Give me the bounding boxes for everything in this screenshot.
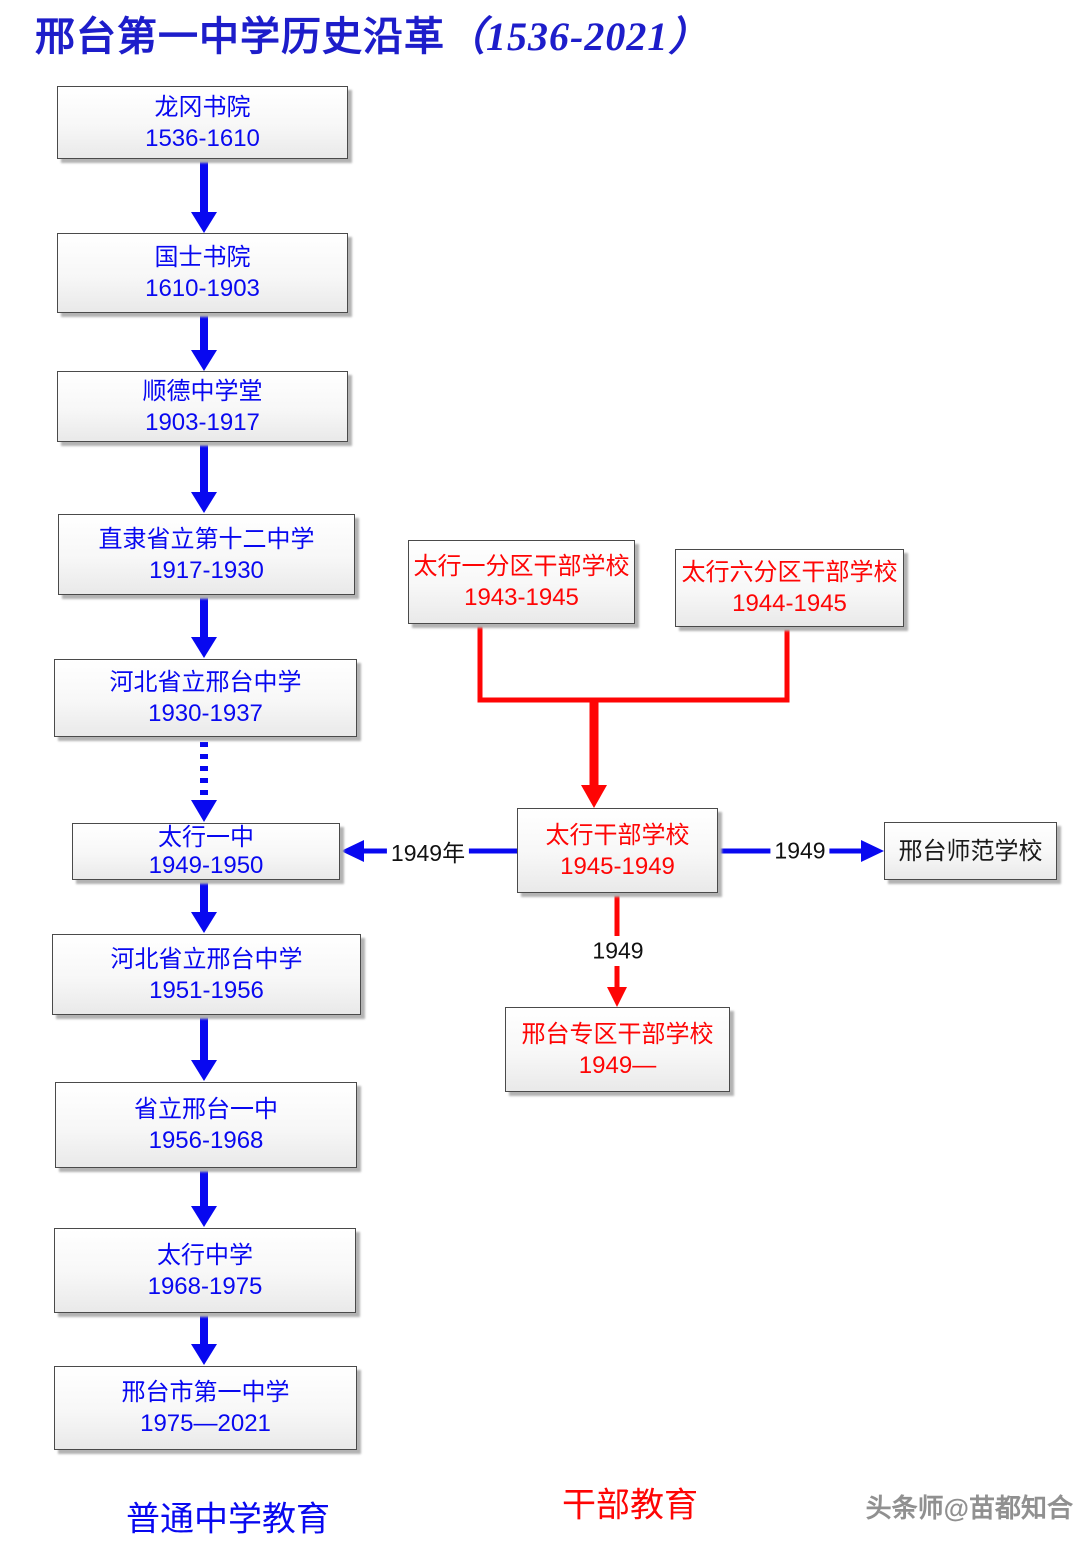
node-name: 省立邢台一中 bbox=[134, 1096, 278, 1123]
node-years: 1944-1945 bbox=[732, 590, 847, 617]
node-name: 邢台专区干部学校 bbox=[521, 1020, 714, 1048]
arrow-dashed-hebei1930-to-taihang1 bbox=[191, 742, 217, 822]
node-taihang-district6-cadre-school: 太行六分区干部学校 1944-1945 bbox=[675, 549, 904, 627]
node-years: 1949-1950 bbox=[148, 851, 264, 879]
arrow-shunde-to-zhili12 bbox=[191, 442, 217, 513]
edge-label-1949-to-xingtai-cadre: 1949 bbox=[588, 937, 648, 965]
page-title: 邢台第一中学历史沿革（1536-2021） bbox=[35, 4, 709, 62]
node-name: 太行六分区干部学校 bbox=[681, 559, 898, 586]
node-years: 1917-1930 bbox=[149, 556, 264, 584]
connector-district-schools-merge bbox=[477, 624, 790, 808]
page-title-main: 邢台第一中学历史沿革 bbox=[35, 14, 445, 59]
arrow-taihang1-to-hebei1951 bbox=[191, 881, 217, 933]
node-name: 国士书院 bbox=[154, 244, 251, 271]
node-xingtai-normal-school: 邢台师范学校 bbox=[884, 822, 1057, 880]
node-years: 1949— bbox=[578, 1051, 657, 1079]
node-years: 1536-1610 bbox=[145, 124, 260, 152]
node-shengli-xingtai-yizhong: 省立邢台一中 1956-1968 bbox=[55, 1082, 357, 1168]
node-taihang-no1-middle: 太行一中 1949-1950 bbox=[72, 823, 340, 880]
node-xingtai-no1-middle-school: 邢台市第一中学 1975—2021 bbox=[54, 1366, 357, 1450]
node-years: 1610-1903 bbox=[145, 275, 260, 302]
watermark: 头条师@苗都知合 bbox=[865, 1493, 1073, 1523]
edge-label-1949-to-taihang-no1: 1949年 bbox=[386, 834, 470, 868]
node-guoshi-shuyuan: 国士书院 1610-1903 bbox=[57, 233, 348, 313]
edge-label-1949-to-normal-school: 1949 bbox=[770, 837, 830, 865]
arrow-taihang-cadre-to-xingtai-cadre bbox=[607, 893, 627, 1007]
node-name: 邢台师范学校 bbox=[898, 837, 1043, 865]
node-name: 太行一分区干部学校 bbox=[413, 553, 630, 580]
node-name: 太行干部学校 bbox=[545, 821, 690, 849]
arrow-zhili12-to-hebei1930 bbox=[191, 595, 217, 658]
arrow-hebei1951-to-shengli bbox=[191, 1015, 217, 1081]
node-name: 太行中学 bbox=[157, 1241, 253, 1269]
node-name: 龙冈书院 bbox=[154, 93, 251, 121]
legend-middle-school-education: 普通中学教育 bbox=[126, 1501, 330, 1539]
node-years: 1903-1917 bbox=[145, 408, 260, 436]
node-shunde-zhongxuetang: 顺德中学堂 1903-1917 bbox=[57, 371, 348, 442]
node-longgang-shuyuan: 龙冈书院 1536-1610 bbox=[57, 86, 348, 159]
node-name: 河北省立邢台中学 bbox=[109, 669, 302, 696]
node-taihang-middle-school: 太行中学 1968-1975 bbox=[54, 1228, 356, 1313]
node-years: 1975—2021 bbox=[140, 1410, 271, 1437]
node-years: 1943-1945 bbox=[464, 584, 579, 611]
node-hebei-xingtai-middle-1930: 河北省立邢台中学 1930-1937 bbox=[54, 659, 357, 737]
arrow-shengli-to-taihangzhongxue bbox=[191, 1168, 217, 1227]
node-taihang-district1-cadre-school: 太行一分区干部学校 1943-1945 bbox=[408, 540, 635, 624]
node-name: 邢台市第一中学 bbox=[121, 1379, 290, 1406]
node-years: 1951-1956 bbox=[149, 976, 264, 1004]
node-years: 1945-1949 bbox=[560, 852, 675, 880]
node-xingtai-district-cadre-school: 邢台专区干部学校 1949— bbox=[505, 1007, 730, 1092]
arrow-guoshi-to-shunde bbox=[191, 313, 217, 371]
legend-cadre-education: 干部教育 bbox=[562, 1487, 698, 1525]
node-taihang-cadre-school: 太行干部学校 1945-1949 bbox=[517, 808, 718, 893]
arrow-taihangzhongxue-to-xingtaino1 bbox=[191, 1313, 217, 1365]
page-title-range: （1536-2021） bbox=[445, 14, 710, 59]
node-years: 1968-1975 bbox=[147, 1272, 263, 1300]
node-years: 1956-1968 bbox=[148, 1127, 264, 1154]
node-name: 太行一中 bbox=[158, 823, 254, 851]
node-years: 1930-1937 bbox=[148, 700, 263, 727]
node-zhili-no12-middle: 直隶省立第十二中学 1917-1930 bbox=[58, 514, 355, 595]
node-name: 河北省立邢台中学 bbox=[110, 945, 303, 973]
node-name: 顺德中学堂 bbox=[142, 377, 263, 405]
node-name: 直隶省立第十二中学 bbox=[98, 525, 315, 553]
node-hebei-xingtai-middle-1951: 河北省立邢台中学 1951-1956 bbox=[52, 934, 361, 1015]
arrow-longgang-to-guoshi bbox=[191, 159, 217, 233]
